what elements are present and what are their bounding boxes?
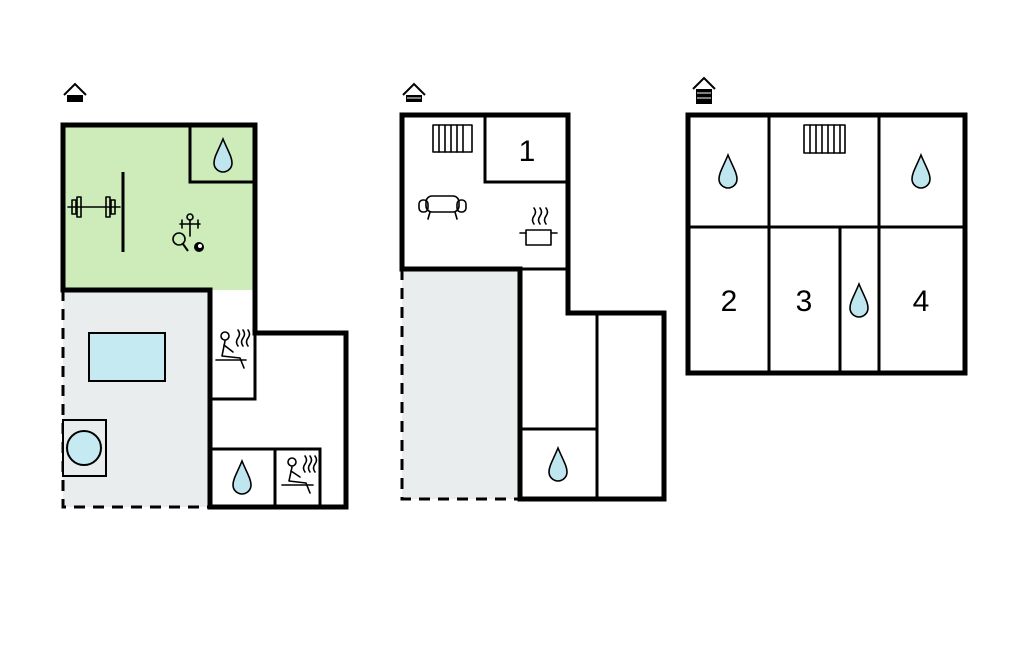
water-drop-icon [548,447,568,482]
floor-3: 2 3 4 [685,76,968,376]
room-number-4: 4 [913,285,930,318]
sofa-icon [418,195,467,220]
hot-tub-icon [62,419,107,477]
kitchen-icon [519,207,558,246]
foosball-icon [179,213,201,237]
pool [88,332,166,382]
floor-level-icon [692,76,716,104]
water-drop-icon [849,283,869,318]
room-number-1: 1 [519,135,536,168]
floor-level-icon [63,82,87,102]
fireplace-icon [803,124,846,154]
barbell-icon [67,196,121,218]
water-drop-icon [232,460,252,495]
water-drop-icon [911,154,931,189]
terrace [402,269,520,499]
billiard-ball-icon [194,242,204,252]
floor-2: 1 [399,82,667,502]
floor-level-icon [402,82,426,102]
room-number-2: 2 [721,285,738,318]
fireplace-icon [432,124,473,153]
table-tennis-icon [172,232,189,252]
sauna-icon [281,455,318,494]
room-number-3: 3 [796,285,813,318]
sauna-icon [215,329,251,369]
floor-1 [60,82,349,510]
water-drop-icon [718,154,738,189]
